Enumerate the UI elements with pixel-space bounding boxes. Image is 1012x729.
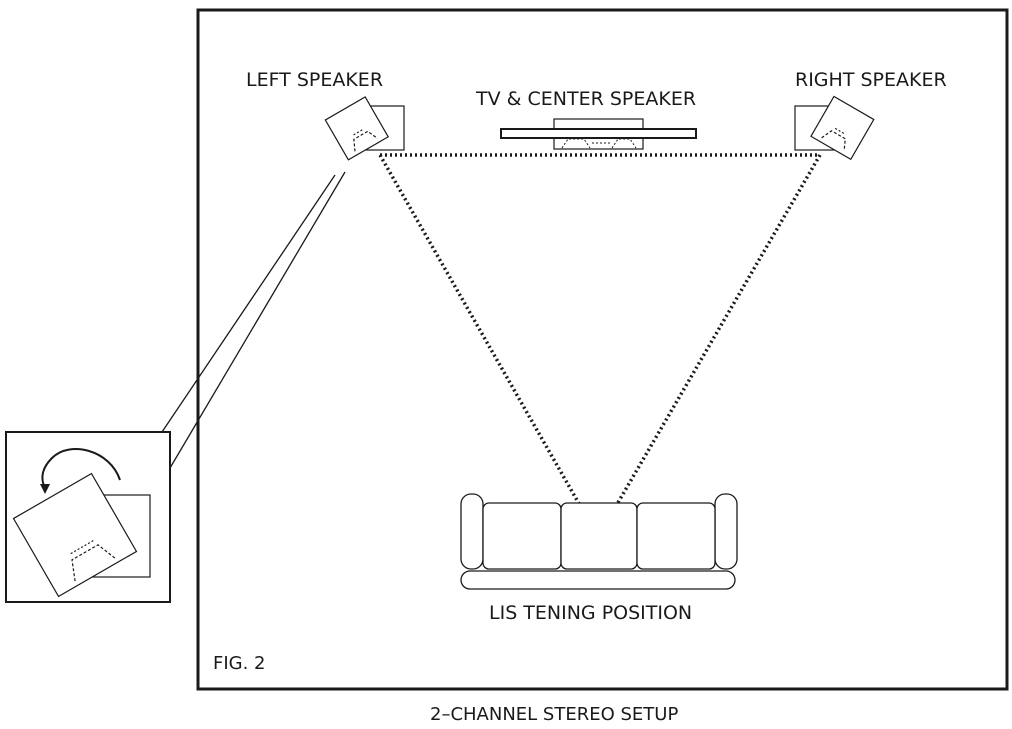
listening-triangle <box>378 153 822 538</box>
rotation-inset <box>5 431 171 603</box>
zoom-lines <box>161 171 346 469</box>
right-speaker-label: RIGHT SPEAKER <box>795 69 947 91</box>
room-outline <box>196 8 1009 691</box>
sofa-icon <box>460 493 738 590</box>
right-speaker-icon <box>794 95 875 161</box>
left-speaker-icon <box>324 96 405 161</box>
diagram-caption: 2–CHANNEL STEREO SETUP <box>430 704 679 725</box>
listening-position-label: LIS TENING POSITION <box>489 602 693 624</box>
rotate-arrow-icon <box>41 448 121 489</box>
tv-center-speaker-icon <box>500 118 697 150</box>
tv-center-speaker-label: TV & CENTER SPEAKER <box>476 88 697 110</box>
figure-label: FIG. 2 <box>213 653 266 674</box>
left-speaker-label: LEFT SPEAKER <box>246 69 384 91</box>
